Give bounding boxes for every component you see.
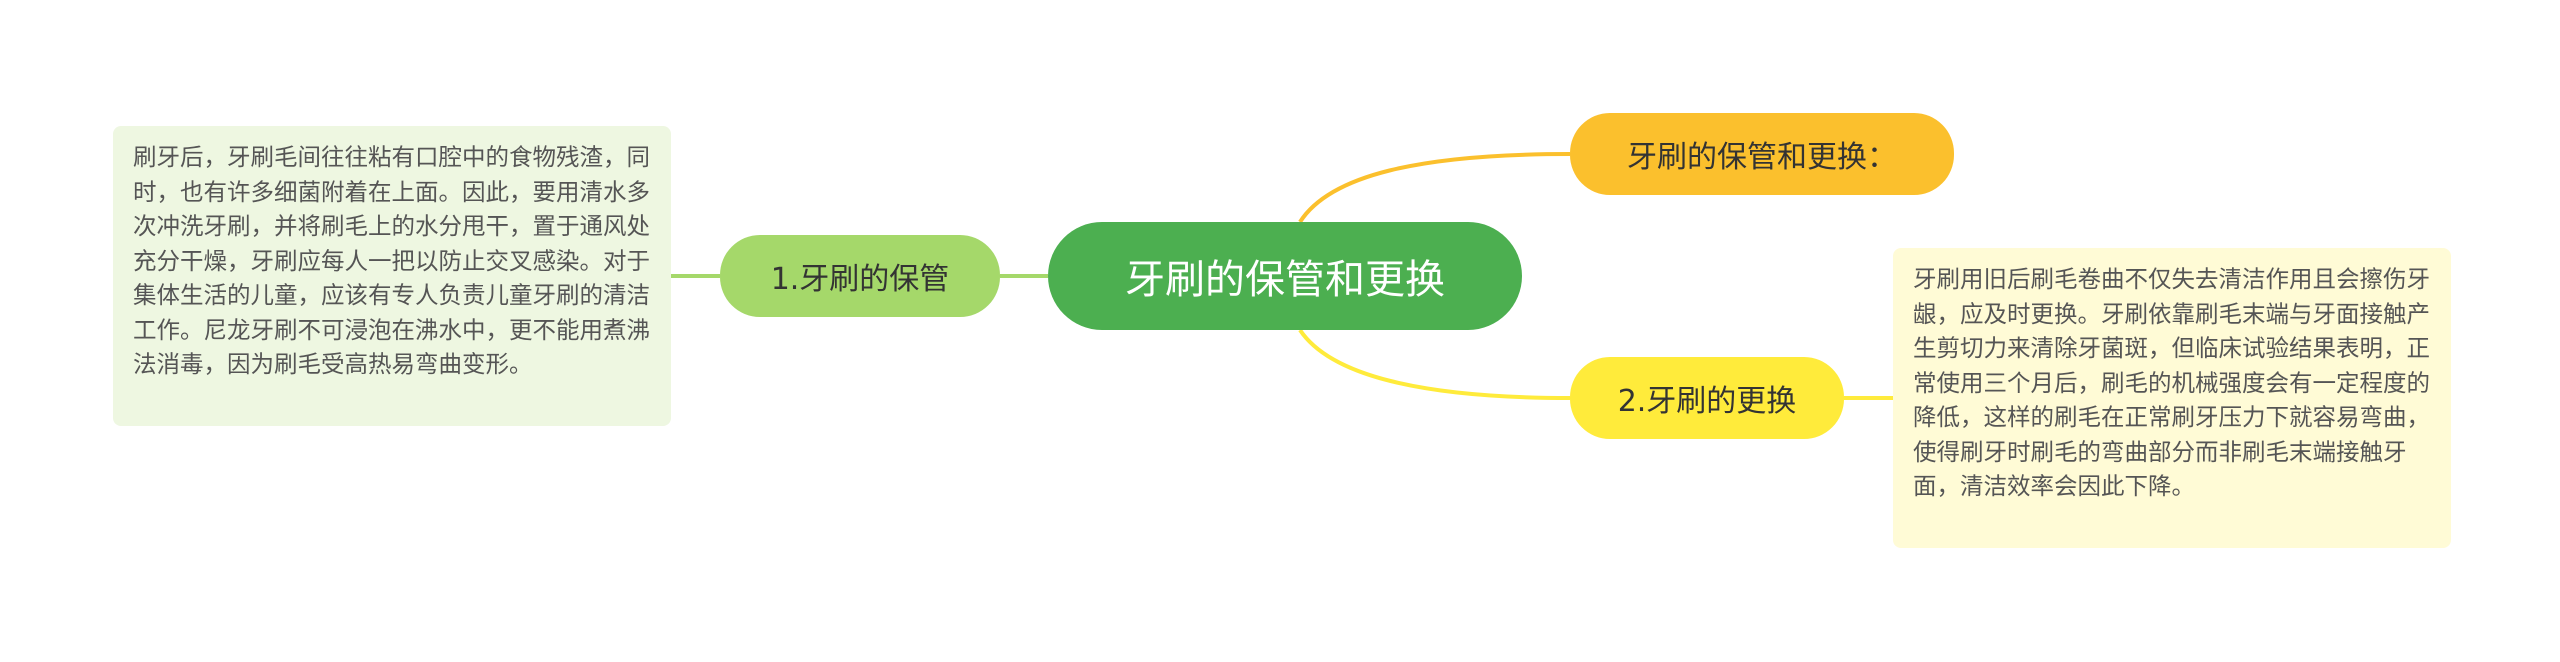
branch-title-node[interactable]: 牙刷的保管和更换： <box>1570 113 1954 195</box>
center-topic-label: 牙刷的保管和更换 <box>1125 257 1445 303</box>
connector-center-to-title <box>1298 152 1571 224</box>
branch-replacement-node[interactable]: 2.牙刷的更换 <box>1570 357 1844 439</box>
note-storage[interactable]: 刷牙后，牙刷毛间往往粘有口腔中的食物残渣，同时，也有许多细菌附着在上面。因此，要… <box>113 126 671 426</box>
branch-replacement-label: 2.牙刷的更换 <box>1617 384 1797 419</box>
note-storage-text: 刷牙后，牙刷毛间往往粘有口腔中的食物残渣，同时，也有许多细菌附着在上面。因此，要… <box>133 143 650 378</box>
branch-storage-label: 1.牙刷的保管 <box>770 262 950 297</box>
note-replacement[interactable]: 牙刷用旧后刷毛卷曲不仅失去清洁作用且会擦伤牙龈，应及时更换。牙刷依靠刷毛末端与牙… <box>1893 248 2451 548</box>
branch-storage-node[interactable]: 1.牙刷的保管 <box>720 235 1000 317</box>
connector-center-to-replacement <box>1298 328 1571 400</box>
note-replacement-text: 牙刷用旧后刷毛卷曲不仅失去清洁作用且会擦伤牙龈，应及时更换。牙刷依靠刷毛末端与牙… <box>1913 265 2430 500</box>
branch-title-label: 牙刷的保管和更换： <box>1627 140 1897 175</box>
center-topic-node[interactable]: 牙刷的保管和更换 <box>1048 222 1522 330</box>
